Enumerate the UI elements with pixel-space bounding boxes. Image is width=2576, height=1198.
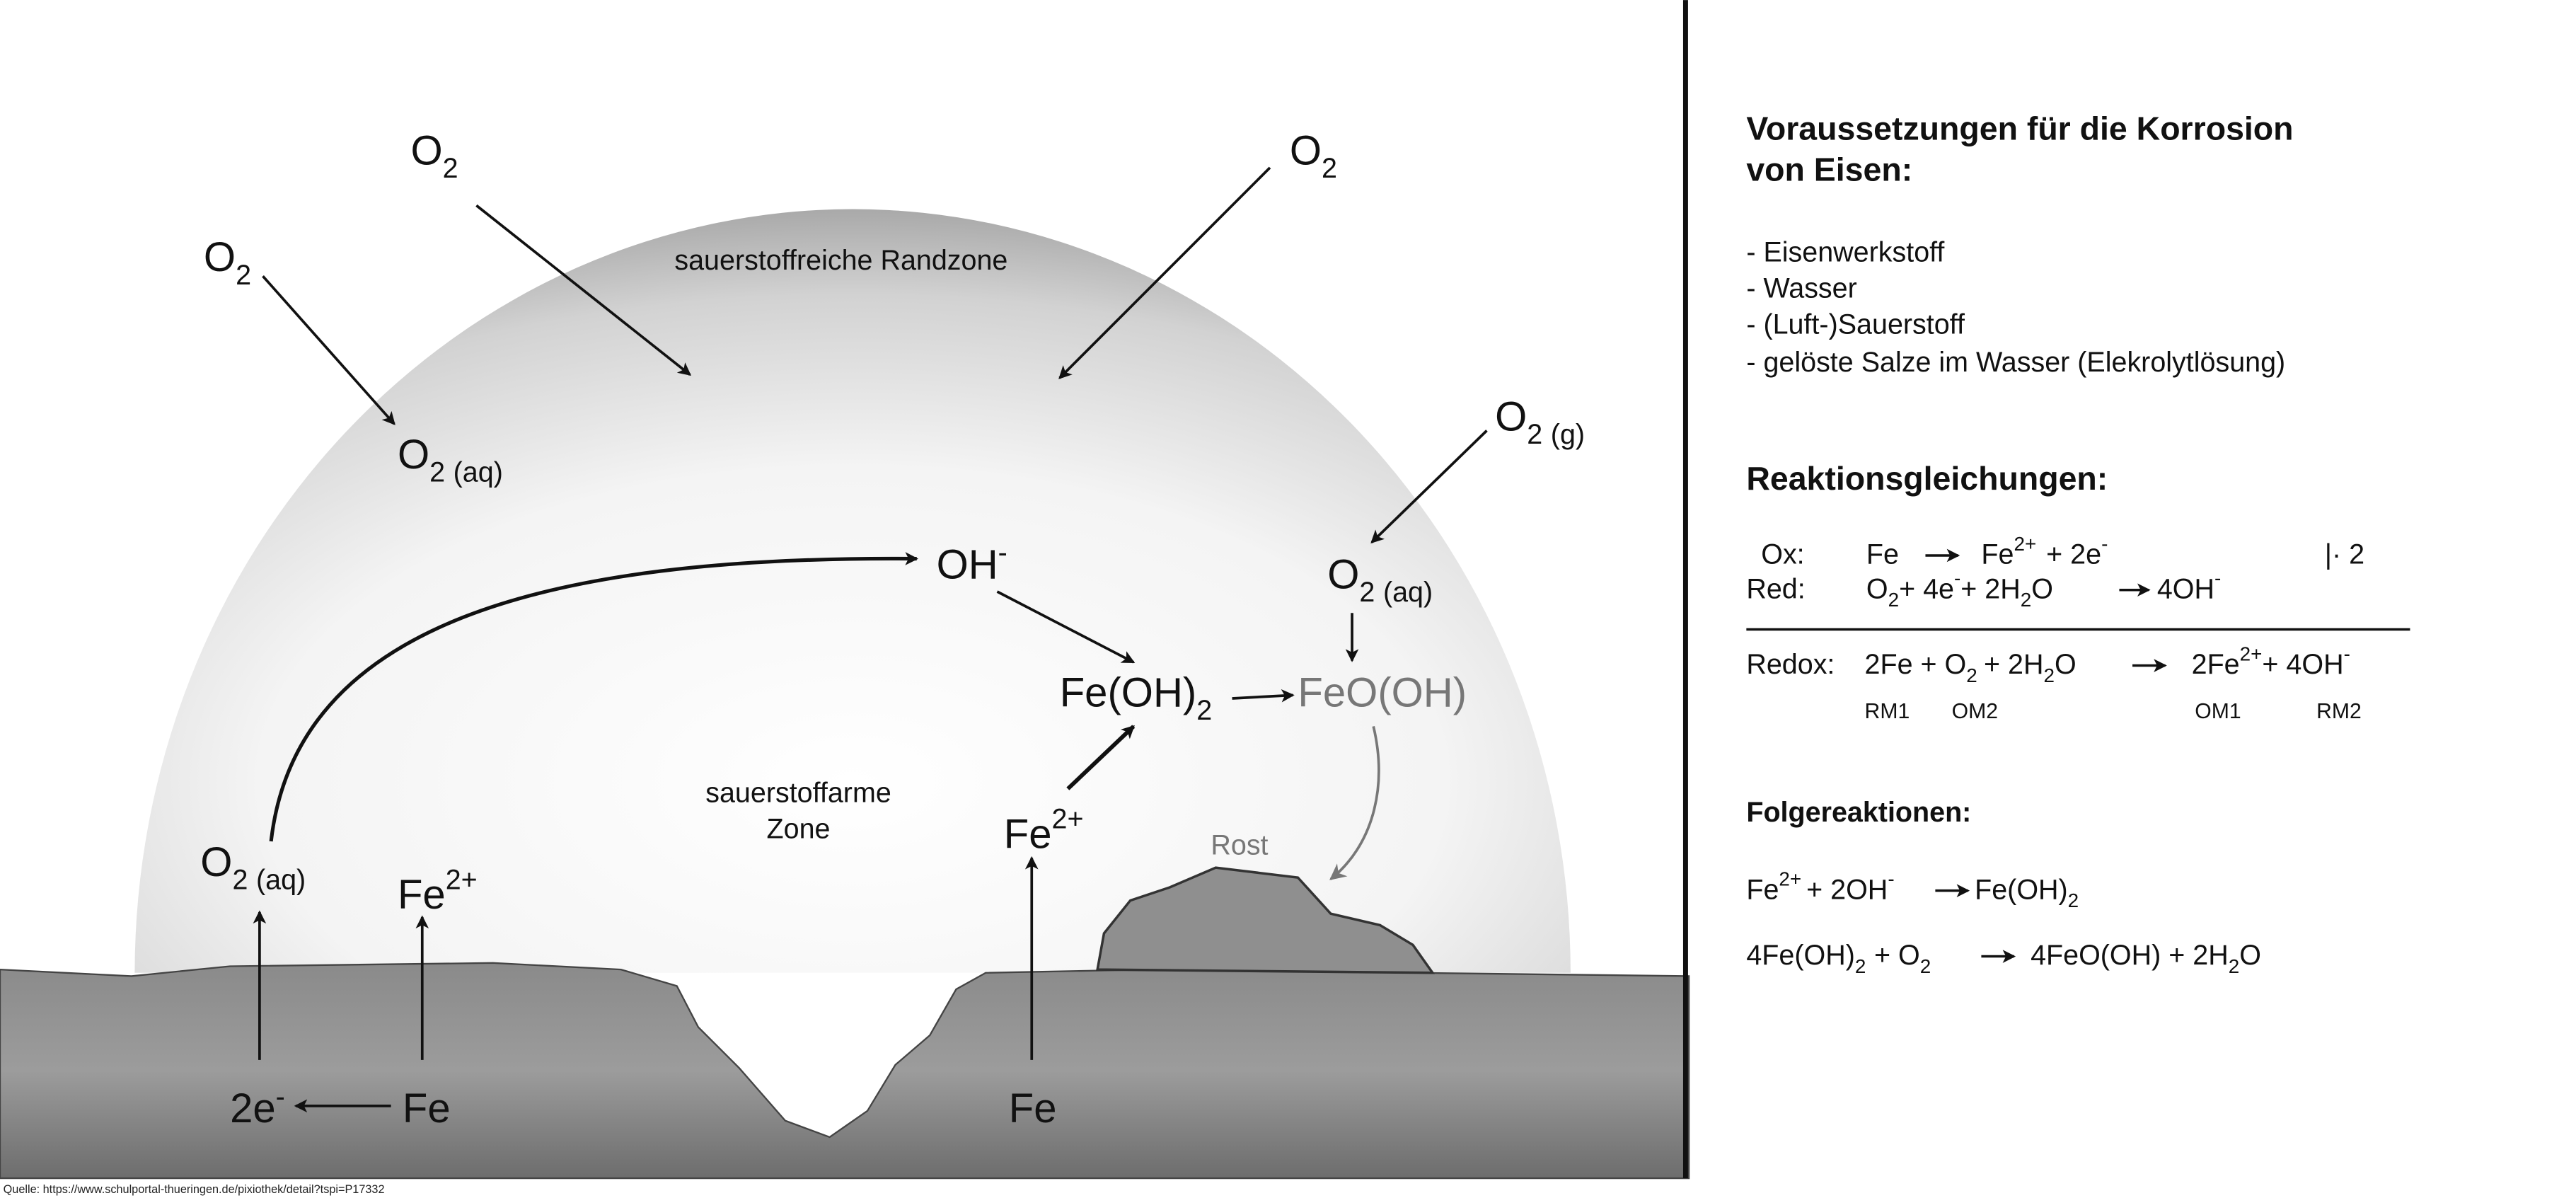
red-label: Red: bbox=[1746, 573, 1805, 604]
curved-arrow-gray bbox=[1329, 726, 1380, 880]
fe2-label: Fe2+ bbox=[398, 864, 478, 918]
requirement-item: - Wasser bbox=[1746, 272, 1856, 304]
requirement-item: - gelöste Salze im Wasser (Elekrolytlösu… bbox=[1746, 347, 2285, 378]
redox-label: Redox: bbox=[1746, 649, 1835, 680]
arrow bbox=[1370, 430, 1488, 544]
electrons-label: 2e- bbox=[230, 1081, 285, 1131]
role-label: RM2 bbox=[2316, 700, 2362, 723]
svg-text:4Fe(OH)2+ O2: 4Fe(OH)2+ O2 bbox=[1746, 940, 1931, 977]
iron-label: Fe bbox=[1009, 1085, 1057, 1131]
iron-hydroxide-label: Fe(OH)2 bbox=[1060, 670, 1212, 727]
follow-heading: Folgereaktionen: bbox=[1746, 797, 1971, 828]
role-label: OM1 bbox=[2195, 700, 2241, 723]
rich-zone-label: sauerstoffreiche Randzone bbox=[674, 245, 1007, 276]
o2-label: O2 bbox=[411, 127, 458, 184]
water-droplet bbox=[134, 209, 1571, 973]
arrow bbox=[475, 204, 692, 376]
redox-equation: Redox: 2Fe + O2+ 2H2O 2Fe2++ 4OH- RM1 OM… bbox=[1746, 643, 2361, 723]
o2-label: O2 bbox=[204, 234, 251, 291]
red-rhs: 4OH- bbox=[2157, 568, 2221, 605]
role-label: RM1 bbox=[1865, 700, 1910, 723]
panel-heading: Voraussetzungen für die Korrosion bbox=[1746, 110, 2293, 146]
arrow bbox=[262, 275, 395, 425]
follow-equation-2: 4Fe(OH)2+ O2 4FeO(OH) + 2H2O bbox=[1746, 940, 2261, 977]
fe2-label: Fe2+ bbox=[1004, 803, 1084, 857]
feooh-label: FeO(OH) bbox=[1298, 670, 1467, 716]
panel-heading: von Eisen: bbox=[1746, 151, 1912, 188]
ox-lhs: Fe bbox=[1866, 539, 1899, 570]
o2-aq-label: O2(aq) bbox=[1327, 551, 1433, 608]
rust-label: Rost bbox=[1211, 830, 1268, 861]
arrow bbox=[1066, 725, 1136, 790]
iron-surface bbox=[0, 962, 1690, 1180]
requirement-item: - (Luft-)Sauerstoff bbox=[1746, 309, 1965, 340]
requirement-item: - Eisenwerkstoff bbox=[1746, 236, 1945, 267]
o2-g-label: O2(g) bbox=[1495, 393, 1585, 450]
arrow bbox=[1058, 166, 1271, 379]
follow-equation-1: Fe2++ 2OH- Fe(OH)2 bbox=[1746, 868, 2079, 911]
arrows bbox=[253, 166, 1488, 1113]
o2-label: O2 bbox=[1290, 127, 1337, 184]
arrow bbox=[1232, 689, 1295, 703]
info-panel: Voraussetzungen für die Korrosion von Ei… bbox=[1746, 110, 2410, 977]
reactions-heading: Reaktionsgleichungen: bbox=[1746, 460, 2108, 497]
ox-rhs: Fe2++ 2e- bbox=[1981, 533, 2108, 570]
red-equation: Red: O2+ 4e-+ 2H2O 4OH- bbox=[1746, 568, 2221, 611]
arrow bbox=[996, 590, 1136, 664]
svg-text:4FeO(OH) + 2H2O: 4FeO(OH) + 2H2O bbox=[2031, 940, 2261, 977]
o2-aq-label: O2(aq) bbox=[398, 432, 503, 488]
source-caption: Quelle: https://www.schulportal-thuering… bbox=[4, 1183, 385, 1196]
hydroxide-label: OH- bbox=[937, 537, 1007, 587]
poor-zone-label: Zone bbox=[767, 813, 831, 844]
redox-lhs: 2Fe + O2+ 2H2O bbox=[1865, 649, 2077, 686]
iron-label: Fe bbox=[403, 1085, 451, 1131]
svg-text:Fe2++ 2OH-: Fe2++ 2OH- bbox=[1746, 868, 1894, 906]
redox-rhs: 2Fe2++ 4OH- bbox=[2192, 643, 2350, 681]
ox-label: Ox: bbox=[1761, 539, 1804, 570]
ox-factor: |· 2 bbox=[2325, 539, 2364, 570]
role-label: OM2 bbox=[1952, 700, 1998, 723]
red-lhs: O2+ 4e-+ 2H2O bbox=[1866, 568, 2053, 611]
rust-mound bbox=[1096, 866, 1436, 974]
ox-equation: Ox: Fe Fe2++ 2e- |· 2 bbox=[1761, 533, 2364, 570]
o2-aq-label: O2(aq) bbox=[200, 839, 306, 896]
svg-text:Fe(OH)2: Fe(OH)2 bbox=[1975, 874, 2079, 911]
poor-zone-label: sauerstoffarme bbox=[705, 777, 891, 808]
curved-arrow bbox=[269, 552, 919, 842]
